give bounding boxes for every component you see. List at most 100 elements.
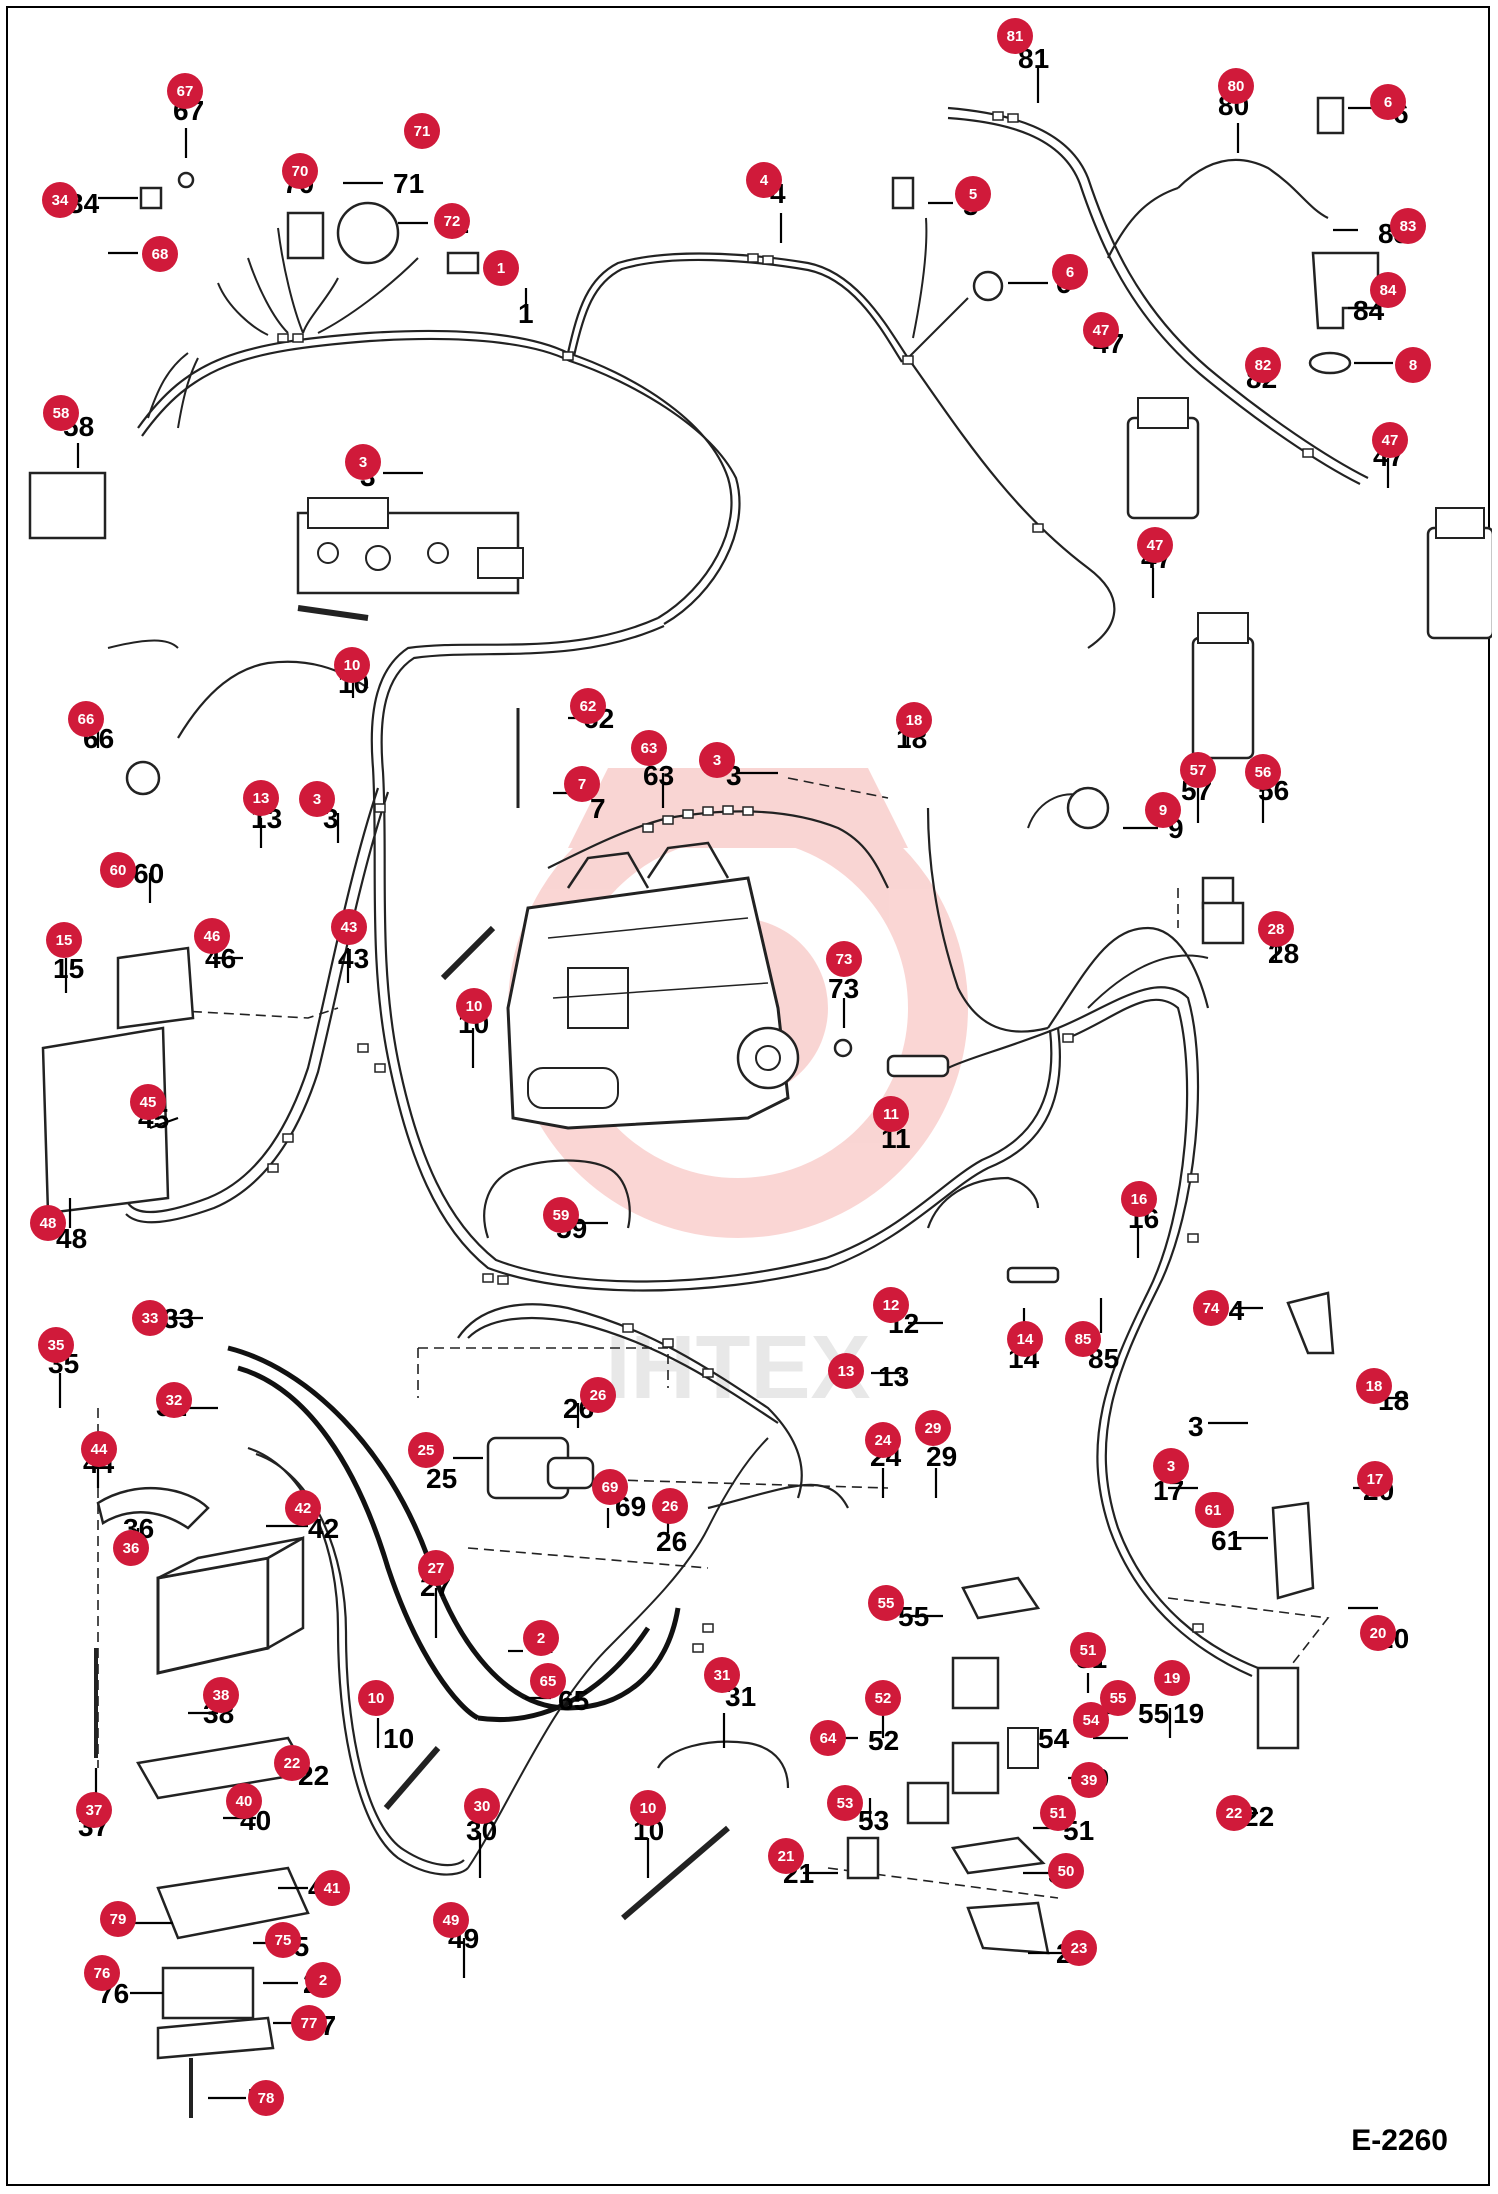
svg-text:40: 40 — [236, 1793, 253, 1810]
svg-text:68: 68 — [152, 246, 169, 263]
callout-badge: 37 — [76, 1792, 112, 1828]
callout-badge: 10 — [456, 988, 492, 1024]
callout-badge: 26 — [580, 1377, 616, 1413]
callout-badge: 81 — [997, 18, 1033, 54]
svg-text:19: 19 — [1173, 1698, 1204, 1729]
svg-text:51: 51 — [1050, 1805, 1067, 1822]
fuse-block — [1256, 1666, 1300, 1750]
svg-text:2: 2 — [537, 1630, 545, 1647]
relay-53 — [1007, 1727, 1039, 1769]
svg-text:61: 61 — [1211, 1525, 1242, 1556]
callout-badge: 4 — [746, 162, 782, 198]
callout-badge: 80 — [1218, 68, 1254, 104]
svg-text:47: 47 — [1147, 537, 1164, 554]
svg-text:2: 2 — [319, 1972, 327, 1989]
callout-badge: 20 — [1360, 1615, 1396, 1651]
callout-badge: 54 — [1073, 1702, 1109, 1738]
svg-text:1: 1 — [497, 260, 505, 277]
svg-text:64: 64 — [820, 1730, 837, 1747]
sensor-11 — [886, 1054, 950, 1078]
svg-text:28: 28 — [1268, 921, 1285, 938]
svg-text:32: 32 — [166, 1392, 183, 1409]
callout-badge: 56 — [1245, 754, 1281, 790]
sensor-6a — [1316, 96, 1345, 135]
svg-text:34: 34 — [52, 192, 69, 209]
svg-text:48: 48 — [40, 1215, 57, 1232]
callout-badge: 84 — [1370, 272, 1406, 308]
callout-badge: 3 — [299, 781, 335, 817]
svg-text:7: 7 — [590, 793, 606, 824]
callout-badge: 16 — [1121, 1181, 1157, 1217]
svg-text:53: 53 — [837, 1795, 854, 1812]
svg-text:16: 16 — [1131, 1191, 1148, 1208]
connector-28 — [1201, 901, 1245, 945]
svg-text:17: 17 — [1367, 1471, 1384, 1488]
diagram-code: E-2260 — [1351, 2124, 1448, 2157]
sensor-60 — [125, 760, 161, 796]
svg-text:59: 59 — [553, 1207, 570, 1224]
svg-text:77: 77 — [301, 2015, 318, 2032]
callout-badge: 77 — [291, 2005, 327, 2041]
callout-badge: 66 — [68, 701, 104, 737]
callout-badge: 31 — [704, 1657, 740, 1693]
callout-badge: 62 — [570, 688, 606, 724]
callout-badge: 72 — [434, 203, 470, 239]
harness-loom-beads — [267, 111, 1314, 1653]
callout-badge: 3 — [345, 444, 381, 480]
callout-badge: 5 — [955, 176, 991, 212]
svg-text:41: 41 — [324, 1880, 341, 1897]
callout-badge: 82 — [1245, 347, 1281, 383]
clip-34 — [139, 186, 163, 210]
callout-badge: 85 — [1065, 1321, 1101, 1357]
svg-text:5: 5 — [969, 186, 977, 203]
callout-badge: 18 — [896, 702, 932, 738]
svg-text:29: 29 — [926, 1441, 957, 1472]
callout-badge: 51 — [1040, 1795, 1076, 1831]
svg-text:7: 7 — [578, 776, 586, 793]
svg-text:6: 6 — [1066, 264, 1074, 281]
svg-text:36: 36 — [123, 1540, 140, 1557]
svg-text:3: 3 — [1167, 1458, 1175, 1475]
callout-badge: 8 — [1395, 347, 1431, 383]
svg-text:13: 13 — [253, 790, 270, 807]
svg-text:82: 82 — [1255, 357, 1272, 374]
callout-badge: 26 — [652, 1488, 688, 1524]
callout-badge: 51 — [1070, 1632, 1106, 1668]
callout-badge: 83 — [1390, 208, 1426, 244]
callout-badge: 70 — [282, 153, 318, 189]
svg-text:14: 14 — [1017, 1331, 1034, 1348]
callout-badge: 22 — [274, 1745, 310, 1781]
svg-text:37: 37 — [86, 1802, 103, 1819]
callout-badge: 13 — [243, 780, 279, 816]
callout-badge: 79 — [100, 1901, 136, 1937]
svg-text:72: 72 — [444, 213, 461, 230]
svg-text:52: 52 — [868, 1725, 899, 1756]
callout-badge: 47 — [1137, 527, 1173, 563]
svg-text:42: 42 — [295, 1500, 312, 1517]
svg-text:33: 33 — [142, 1310, 159, 1327]
callout-badge: 17 — [1357, 1461, 1393, 1497]
svg-text:18: 18 — [906, 712, 923, 729]
callout-badge: 9 — [1145, 792, 1181, 828]
callout-badge: 25 — [408, 1432, 444, 1468]
svg-text:49: 49 — [443, 1912, 460, 1929]
relay-52 — [951, 1741, 1000, 1795]
sensor-14 — [1006, 1266, 1060, 1284]
svg-text:55: 55 — [878, 1595, 895, 1612]
callout-badge: 55 — [868, 1585, 904, 1621]
callout-badge: 23 — [1061, 1930, 1097, 1966]
svg-text:45: 45 — [140, 1094, 157, 1111]
connector-70 — [286, 211, 325, 260]
bracket-36 — [96, 1486, 210, 1530]
callout-badge: 10 — [630, 1790, 666, 1826]
plug-6b — [972, 270, 1004, 302]
callout-badge: 47 — [1372, 422, 1408, 458]
svg-text:60: 60 — [110, 862, 127, 879]
bracket-74 — [1286, 1291, 1335, 1355]
svg-text:55: 55 — [1110, 1690, 1127, 1707]
callout-badge: 35 — [38, 1327, 74, 1363]
callout-badge: 48 — [30, 1205, 66, 1241]
svg-text:33: 33 — [163, 1303, 194, 1334]
block-76 — [161, 1966, 255, 2020]
svg-text:44: 44 — [91, 1441, 108, 1458]
